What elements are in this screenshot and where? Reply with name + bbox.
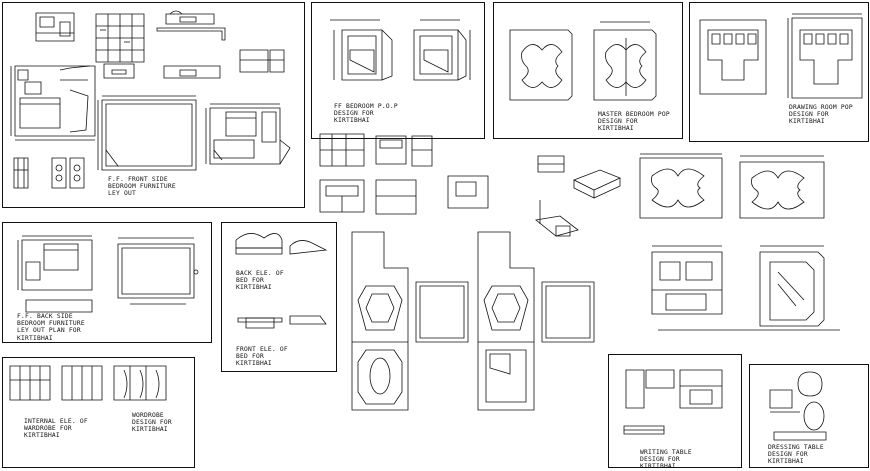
wardrobe-drawings (10, 366, 166, 400)
label-ff-bedroom-pop: FF BEDROOM P.O.P DESIGN FOR KIRTIBHAI (334, 103, 398, 125)
panel-master-bedroom-pop (493, 2, 683, 139)
label-drawing-room-pop: DRAWING ROOM POP DESIGN FOR KIRTIBHAI (789, 104, 853, 126)
panel-dressing-table (749, 364, 869, 468)
label-ff-front-layout: F.F. FRONT SIDE BEDROOM FURNITURE LEY OU… (108, 176, 176, 198)
master-bedroom-pop-drawings (510, 22, 656, 100)
drawing-room-pop-drawings (700, 14, 862, 98)
ff-front-drawings (11, 11, 290, 188)
label-writing-table: WRITING TABLE DESIGN FOR KIRTIBHAI (640, 449, 692, 471)
label-internal-wardrobe: INTERNAL ELE. OF WARDROBE FOR KIRTIBHAI (24, 418, 88, 440)
writing-table-drawings (624, 370, 722, 434)
dressing-table-drawings (770, 372, 826, 440)
panel-ff-front-layout (2, 2, 305, 208)
label-ff-back-layout: F.F. BACK SIDE BEDROOM FURNITURE LEY OUT… (17, 313, 85, 342)
label-back-bed: BACK ELE. OF BED FOR KIRTIBHAI (236, 270, 284, 292)
label-master-bedroom-pop: MASTER BEDROOM POP DESIGN FOR KIRTIBHAI (598, 111, 670, 133)
panel-bed-elevations (221, 222, 337, 372)
bed-elevation-drawings (236, 233, 326, 328)
cabinet-elevations (320, 134, 488, 214)
label-wordrobe: WORDROBE DESIGN FOR KIRTIBHAI (132, 412, 172, 434)
panel-writing-table (608, 354, 742, 468)
label-dressing-table: DRESSING TABLE DESIGN FOR KIRTIBHAI (768, 444, 824, 466)
label-front-bed: FRONT ELE. OF BED FOR KIRTIBHAI (236, 346, 288, 368)
panel-ff-bedroom-pop (311, 2, 485, 139)
panel-ff-back-layout (2, 222, 212, 343)
detail-views (536, 156, 620, 236)
ff-bedroom-pop-drawings (330, 20, 470, 80)
ff-back-drawings (18, 236, 198, 312)
panel-wardrobe (2, 357, 195, 468)
right-pop-plans (640, 154, 840, 330)
central-floor-plans (352, 232, 594, 410)
panel-drawing-room-pop (689, 2, 869, 142)
